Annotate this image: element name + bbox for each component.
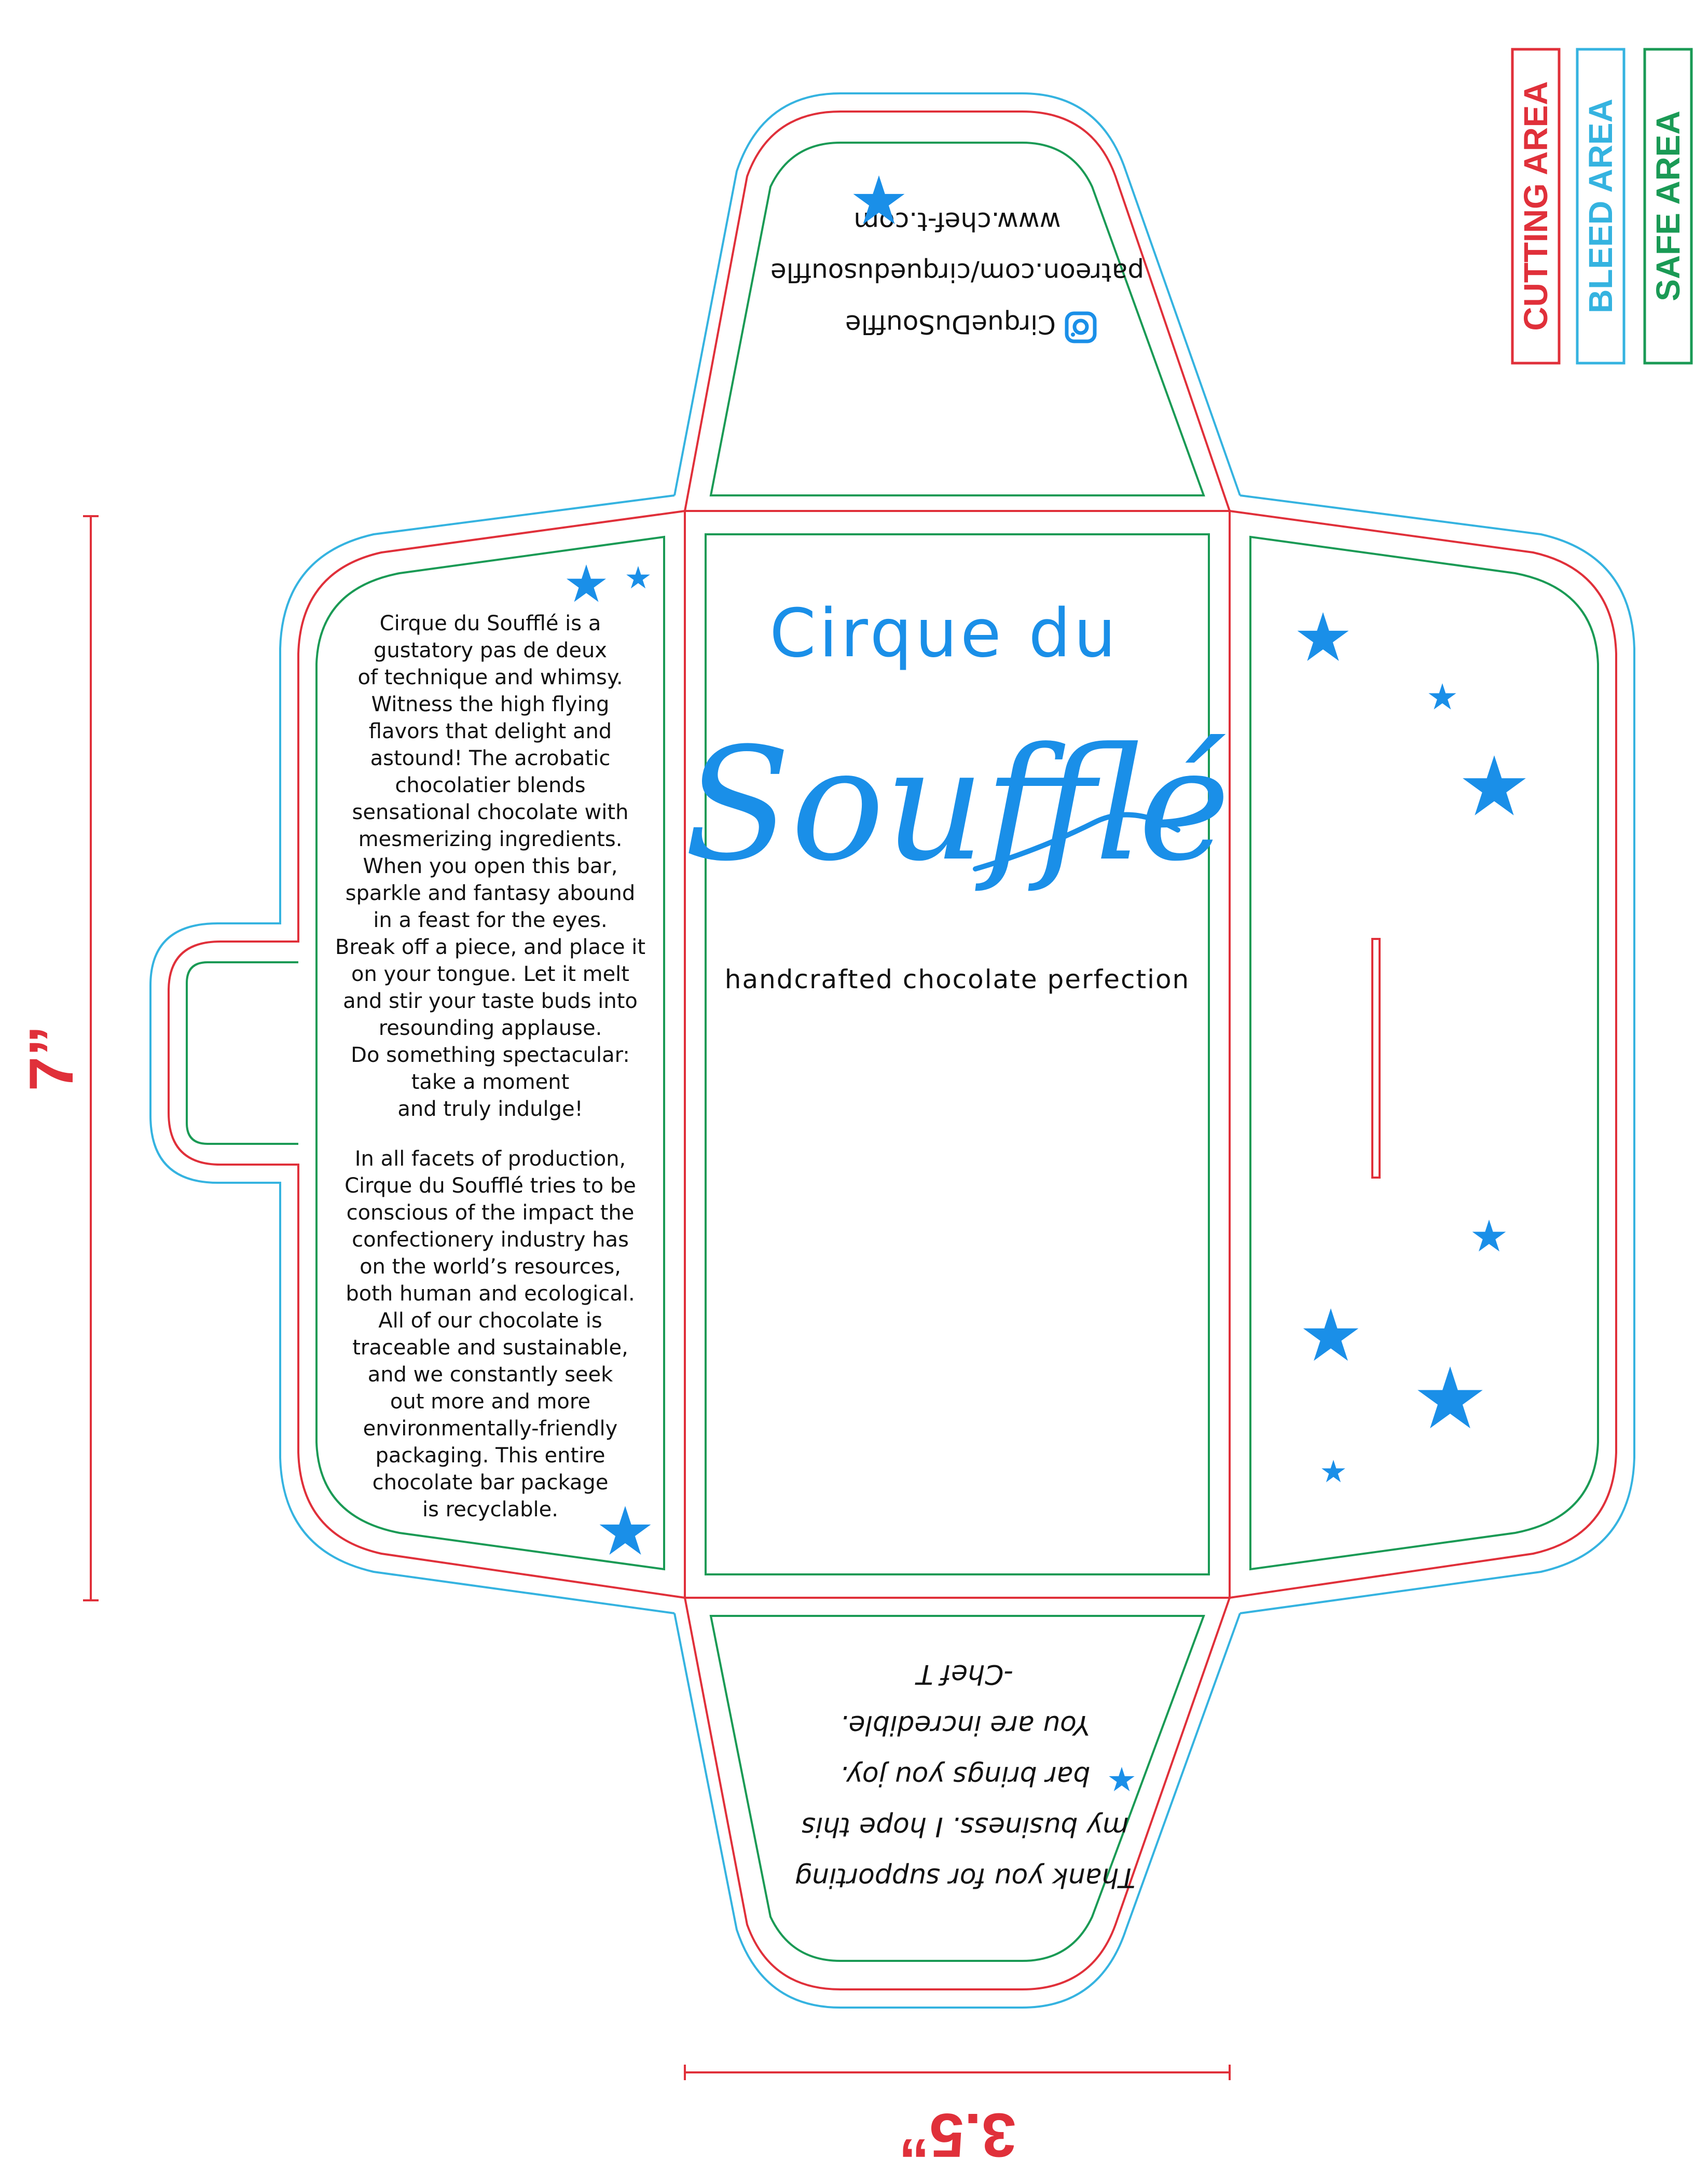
sustainability-line: on the world’s resources, [360, 1255, 621, 1279]
story-line: and stir your taste buds into [343, 989, 638, 1013]
sustainability-line: conscious of the impact the [347, 1201, 635, 1225]
sustainability-line: In all facets of production, [355, 1147, 626, 1171]
cut-line-right-panel [1229, 510, 1617, 1599]
story-line: Witness the high flying [371, 693, 610, 716]
star-icon [1417, 1366, 1483, 1429]
sustainability-line: out more and more [390, 1390, 590, 1414]
star-icon [1463, 755, 1526, 815]
safe-line-right-panel [1249, 535, 1599, 1571]
safe-line-front-panel [705, 533, 1210, 1575]
star-icon [1297, 612, 1349, 661]
width-dimension [684, 2065, 1231, 2080]
story-line: Do something spectacular: [351, 1043, 630, 1067]
sustainability-line: both human and ecological. [346, 1282, 635, 1306]
top-flap-content: CirqueDuSouffle patreon.com/cirquedusouf… [770, 206, 1144, 343]
story-line: of technique and whimsy. [357, 666, 623, 689]
brand-title: Cirque du [769, 595, 1119, 672]
height-dimension [83, 515, 99, 1601]
legend-safe-box [1643, 48, 1693, 365]
story-line: Break off a piece, and place it [335, 935, 645, 959]
star-icon [1321, 1460, 1345, 1483]
story-line: When you open this bar, [363, 854, 617, 878]
story-line: on your tongue. Let it melt [351, 962, 629, 986]
story-line: resounding applause. [379, 1016, 602, 1040]
thanks-line-4: You are incredible. [840, 1709, 1090, 1740]
sustainability-line: chocolate bar package [373, 1471, 609, 1495]
thanks-signature: -Chef T [914, 1658, 1013, 1690]
safe-line-left-tab [186, 961, 298, 1145]
cut-line-front-panel [684, 510, 1231, 1599]
safe-line-top-flap [709, 142, 1205, 496]
sustainability-line: confectionery industry has [352, 1228, 629, 1252]
bleed-line-top-flap [673, 92, 1241, 496]
thanks-line-3: bar brings you joy. [840, 1760, 1091, 1791]
story-line: astound! The acrobatic [370, 746, 611, 770]
story-line: and truly indulge! [397, 1097, 583, 1121]
bleed-line-bottom-flap [673, 1613, 1241, 2009]
bottom-flap-content: Thank you for supporting my business. I … [795, 1658, 1135, 1893]
story-line: mesmerizing ingredients. [359, 827, 623, 851]
legend-safe-label: SAFE AREA [1649, 110, 1687, 301]
patreon-link[interactable]: patreon.com/cirquedusouffle [770, 257, 1144, 287]
star-icon [626, 566, 650, 589]
sustainability-line: is recyclable. [422, 1498, 558, 1521]
legend-cutting-box [1511, 48, 1561, 365]
story-line: flavors that delight and [369, 720, 612, 743]
brand-script: Soufflé [684, 714, 1231, 895]
tab-slot [1371, 938, 1381, 1179]
left-panel-text: Cirque du Soufflé is a gustatory pas de d… [335, 612, 645, 1521]
bleed-line-left-panel [149, 494, 675, 1614]
instagram-icon [1065, 311, 1097, 343]
star-icon [599, 1506, 651, 1555]
sustainability-line: Cirque du Soufflé tries to be [345, 1174, 636, 1198]
thanks-line-1: Thank you for supporting [795, 1862, 1135, 1893]
tagline: handcrafted chocolate perfection [725, 964, 1190, 994]
story-line: in a feast for the eyes. [373, 908, 607, 932]
thanks-line-2: my business. I hope this [802, 1811, 1129, 1842]
height-label: 7” [17, 1026, 86, 1091]
star-icon [1472, 1220, 1506, 1252]
sustainability-line: environmentally-friendly [363, 1417, 618, 1441]
star-icon [1109, 1767, 1135, 1792]
width-label: 3.5” [899, 2100, 1016, 2169]
safe-line-bottom-flap [709, 1615, 1205, 1962]
cut-line-left-panel [168, 510, 685, 1599]
sustainability-line: packaging. This entire [376, 1444, 605, 1468]
legend-cutting-label: CUTTING AREA [1517, 81, 1554, 330]
story-line: Cirque du Soufflé is a [380, 612, 601, 635]
legend-bleed-label: BLEED AREA [1582, 99, 1619, 313]
sustainability-line: traceable and sustainable, [352, 1336, 628, 1360]
safe-line-left-panel [315, 535, 665, 1571]
story-line: take a moment [411, 1070, 570, 1094]
sustainability-line: and we constantly seek [368, 1363, 613, 1387]
star-icon [566, 564, 607, 602]
legend-bleed-box [1576, 48, 1626, 365]
sustainability-line: All of our chocolate is [378, 1309, 602, 1333]
story-line: chocolatier blends [395, 773, 585, 797]
script-swash [973, 812, 1180, 871]
instagram-handle[interactable]: CirqueDuSouffle [845, 309, 1056, 339]
star-icon [1428, 683, 1456, 710]
story-line: sensational chocolate with [352, 800, 629, 824]
cut-line-bottom-flap [684, 1597, 1231, 1990]
bleed-line-right-panel [1239, 494, 1635, 1614]
cut-line-top-flap [684, 110, 1231, 511]
story-line: gustatory pas de deux [374, 639, 607, 662]
story-line: sparkle and fantasy abound [346, 881, 636, 905]
star-icon [1303, 1308, 1359, 1361]
